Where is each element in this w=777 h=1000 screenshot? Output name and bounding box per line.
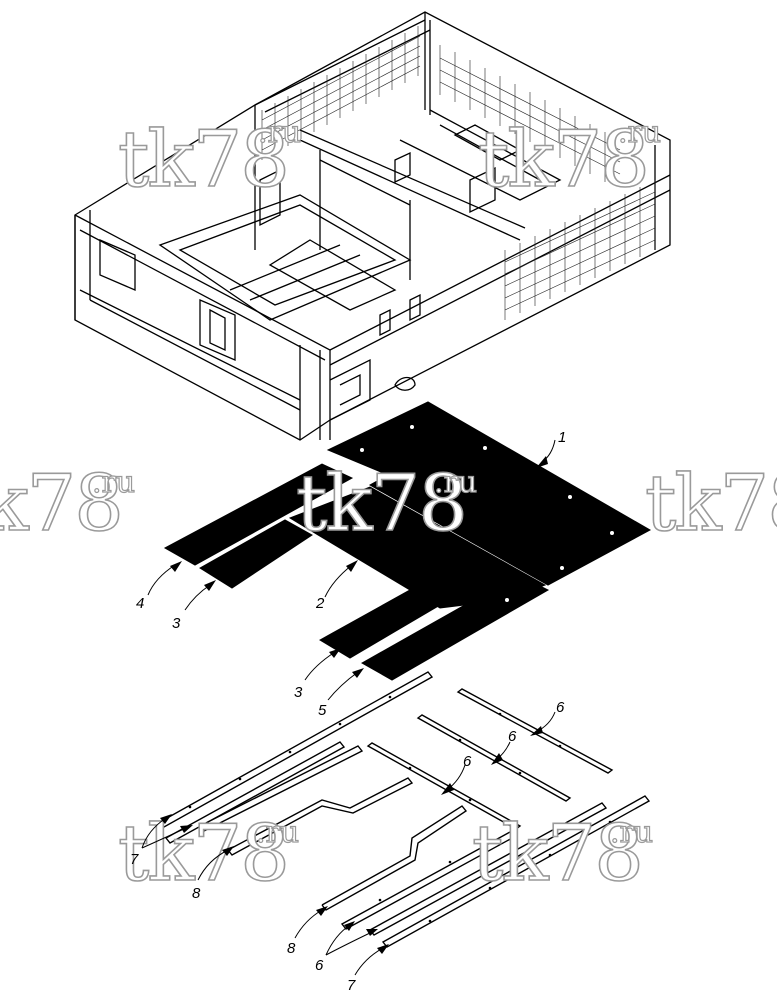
watermark-suffix: .ru bbox=[92, 465, 135, 500]
callout-7-upper: 7 bbox=[130, 851, 139, 868]
watermark-text: tk78 bbox=[0, 459, 122, 549]
callout-5: 5 bbox=[318, 702, 327, 719]
callout-6-b: 6 bbox=[508, 728, 517, 745]
callout-6-c: 6 bbox=[463, 753, 472, 770]
floor-panel-3-left bbox=[199, 519, 313, 589]
mesh-guard-right-side bbox=[504, 180, 656, 320]
cab-frame-assembly bbox=[74, 11, 671, 441]
watermark-text: tk78 bbox=[472, 809, 642, 899]
mesh-guard-rear-right bbox=[439, 45, 621, 182]
callout-labels: 1 2 3 4 3 5 6 6 6 7 8 8 6 7 bbox=[130, 429, 566, 994]
watermark-text: tk78 bbox=[118, 115, 288, 205]
watermark-text: tk78 bbox=[478, 115, 648, 205]
callout-8-upper: 8 bbox=[192, 885, 201, 902]
floor-panel-1 bbox=[326, 401, 652, 586]
callout-6-a: 6 bbox=[556, 699, 565, 716]
watermark-text: tk78 bbox=[645, 459, 777, 549]
trim-strip-6-a bbox=[456, 688, 614, 774]
mesh-guard-rear-left bbox=[261, 26, 421, 160]
trim-strip-6-c bbox=[366, 742, 522, 830]
callout-7-lower: 7 bbox=[347, 977, 356, 994]
callout-2: 2 bbox=[315, 595, 325, 612]
watermark-suffix: .ru bbox=[256, 815, 299, 850]
callout-3-left: 3 bbox=[172, 615, 181, 632]
watermark-suffix: .ru bbox=[610, 815, 653, 850]
callout-6-d: 6 bbox=[315, 957, 324, 974]
watermark-text: tk78 bbox=[296, 459, 466, 549]
watermarks: tk78 .ru tk78 .ru tk78 .ru tk78 .ru tk78… bbox=[0, 114, 777, 900]
trim-strip-6-b bbox=[416, 714, 572, 802]
watermark-suffix: .ru bbox=[618, 115, 661, 150]
floor-panel-5 bbox=[360, 574, 550, 681]
trim-strip-8-upper bbox=[227, 777, 414, 856]
callout-3-right: 3 bbox=[294, 684, 303, 701]
floor-panel-4 bbox=[163, 463, 354, 566]
trim-strip-7-upper bbox=[158, 671, 434, 828]
leader-lines bbox=[141, 439, 556, 976]
floor-panel-3-right bbox=[319, 589, 442, 659]
callout-8-lower: 8 bbox=[287, 940, 296, 957]
callout-1: 1 bbox=[558, 429, 566, 446]
watermark-text: tk78 bbox=[118, 809, 288, 899]
trim-strip-long-a bbox=[164, 741, 346, 844]
trim-strip-6-d bbox=[340, 831, 516, 930]
trim-strip-short bbox=[198, 745, 364, 832]
trim-strips bbox=[158, 671, 651, 948]
watermark-suffix: .ru bbox=[434, 465, 477, 500]
watermark-suffix: .ru bbox=[258, 115, 301, 150]
strip-holes bbox=[188, 695, 612, 923]
callout-4: 4 bbox=[136, 595, 144, 612]
floor-panels bbox=[163, 401, 652, 681]
trim-strip-8-lower bbox=[321, 805, 468, 911]
